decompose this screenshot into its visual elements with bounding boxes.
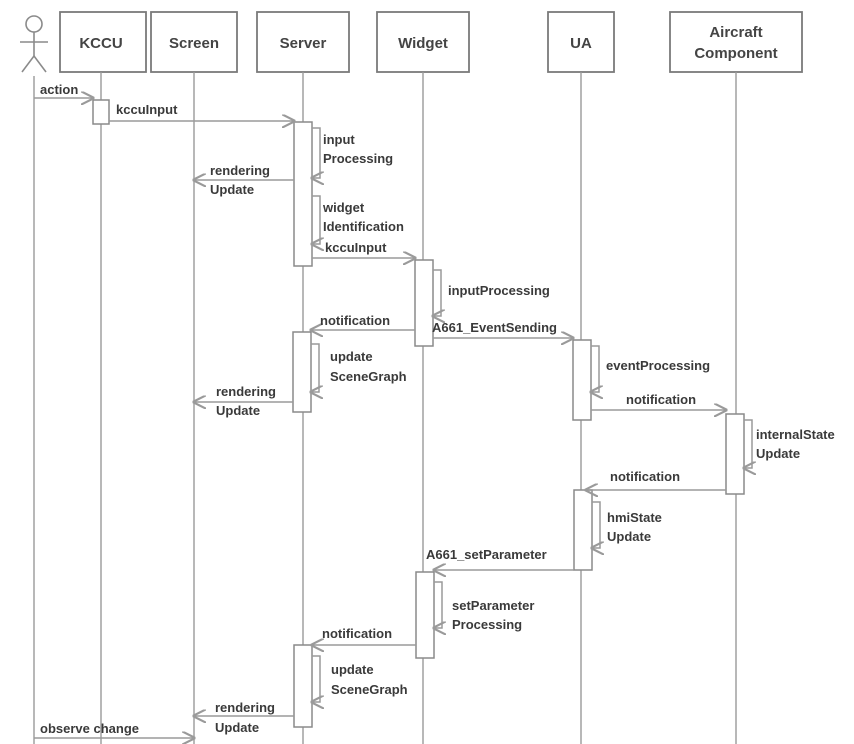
lifeline-label: Component [694,45,777,62]
message-label: inputProcessing [448,283,550,298]
lifeline-box [59,11,147,73]
message-label: input [323,132,355,147]
message-label: observe change [40,721,139,736]
message-label: SceneGraph [330,369,407,384]
message-label: rendering [210,163,270,178]
lifeline-box [376,11,470,73]
lifeline-widget: Widget [376,11,470,744]
lifeline-aircraft-component: Aircraft Component [669,11,803,744]
message-arrow [591,345,599,392]
message-arrow [312,195,320,244]
message-arrow [744,419,752,468]
activation-bar [572,339,592,421]
message-label: Update [216,403,260,418]
lifeline-box [150,11,238,73]
message-arrow [312,127,320,178]
lifeline-screen: Screen [150,11,238,744]
message-label: update [330,349,373,364]
activation-bar [293,644,313,728]
lifeline-label: Server [280,35,327,52]
lifeline-label: KCCU [79,35,122,52]
message-label: Identification [323,219,404,234]
message-label: kccuInput [325,240,387,255]
lifeline-ua: UA [547,11,615,744]
message-label: Update [756,446,800,461]
actor-icon [20,15,48,73]
message-label: update [331,662,374,677]
message-label: Processing [323,151,393,166]
message-label: kccuInput [116,102,178,117]
message-label: internalState [756,427,835,442]
message-label: Update [215,720,259,735]
message-label: widget [322,200,365,215]
lifeline-label: Widget [398,35,448,52]
message-label: notification [610,469,680,484]
message-arrow [434,581,442,628]
message-label: rendering [216,384,276,399]
message-label: A661_EventSending [432,320,557,335]
message-label: eventProcessing [606,358,710,373]
message-arrow [312,655,320,702]
message-label: notification [626,392,696,407]
lifeline-box [256,11,350,73]
activation-bars [92,99,745,728]
message-arrow [592,501,600,548]
activation-bar [415,571,435,659]
message-label: hmiState [607,510,662,525]
message-label: SceneGraph [331,682,408,697]
message-label: notification [320,313,390,328]
activation-bar [725,413,745,495]
messages [34,98,752,738]
lifeline-label: Aircraft [709,24,762,41]
activation-bar [573,489,593,571]
message-label: setParameter [452,598,534,613]
activation-bar [414,259,434,347]
activation-bar [292,331,312,413]
message-label: rendering [215,700,275,715]
message-label: Update [210,182,254,197]
activation-bar [293,121,313,267]
message-label: A661_setParameter [426,547,547,562]
activation-bar [92,99,110,125]
lifeline-kccu: KCCU [59,11,147,744]
message-labels: action kccuInput input Processing render… [40,82,835,736]
message-label: Update [607,529,651,544]
message-label: notification [322,626,392,641]
message-arrow [433,269,441,316]
lifeline-box [669,11,803,73]
message-arrow [311,343,319,392]
lifeline-label: Screen [169,35,219,52]
lifeline-label: UA [570,35,592,52]
message-label: action [40,82,78,97]
message-label: Processing [452,617,522,632]
